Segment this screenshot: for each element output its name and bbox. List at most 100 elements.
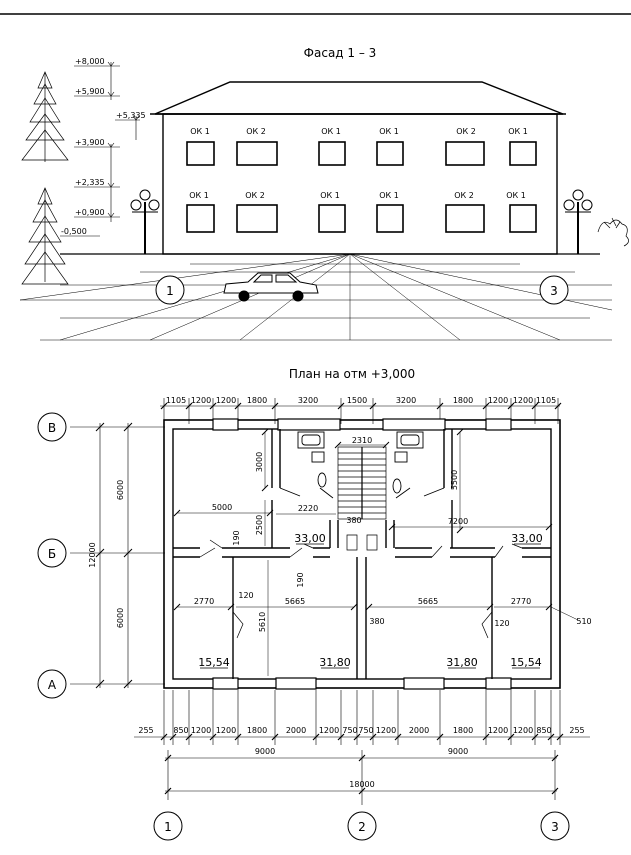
room-area-label: 33,00 [511,532,543,545]
plan-title: План на отм +3,000 [289,367,415,381]
dim-text: 1200 [216,396,236,405]
left-dim-lower: 6000 [116,608,125,628]
axis-marker-col-2: 2 [347,811,377,841]
dim-text: 2770 [194,597,214,606]
dim-text: 1800 [247,726,267,735]
dim-text: 5000 [212,503,232,512]
window-ok2 [445,141,485,166]
window-label: ОК 2 [454,191,474,200]
svg-text:3: 3 [551,820,559,834]
svg-text:В: В [48,421,56,435]
level-label: +5,900 [75,87,105,96]
room-area-label: 15,54 [198,656,230,669]
dim-text: 1200 [513,396,533,405]
window-label: ОК 1 [189,191,209,200]
dim-text: 1800 [453,726,473,735]
axis-marker-row-v: В [37,412,67,442]
left-dim-upper: 6000 [116,480,125,500]
dim-text: 1200 [488,726,508,735]
tree-upper [21,71,69,162]
axis-marker-col-1: 1 [153,811,183,841]
dim-text: 3000 [255,452,264,472]
facade-section: Фасад 1 – 3 +8,000 +5 [19,46,629,341]
street-lamp-right [563,189,593,254]
dim-text: 1200 [513,726,533,735]
dim-text: 190 [232,530,241,545]
dim-text: 850 [173,726,188,735]
interior-walls [173,429,551,679]
facade-title: Фасад 1 – 3 [304,46,377,60]
plan-section: План на отм +3,000 12000 6000 6000 В Б А [37,367,592,841]
axis-marker-row-a: А [37,669,67,699]
dim-text: 1105 [536,396,556,405]
window-ok1 [509,141,537,166]
bathroom-left [279,431,334,499]
dim-text: 3200 [298,396,318,405]
dim-text: 1105 [166,396,186,405]
dim-text: 3200 [396,396,416,405]
window-label: ОК 1 [321,127,341,136]
window-ok1 [509,204,537,233]
dim-text: 2000 [409,726,429,735]
room-area-label: 15,54 [510,656,542,669]
window-label: ОК 1 [508,127,528,136]
level-label: +2,335 [75,178,105,187]
dim-text: 2500 [255,515,264,535]
room-areas: 33,00 33,00 15,54 31,80 31,80 15,54 [198,532,543,669]
top-dim-chain [160,398,562,424]
dim-text: 1200 [319,726,339,735]
staircase [337,446,387,551]
level-label: -0,500 [61,227,87,236]
internal-dim-lines [173,428,579,676]
window-label: ОК 2 [456,127,476,136]
row-axis-lines [70,422,165,689]
window-ok1 [376,141,404,166]
door-swings [199,539,523,639]
window-ok1 [318,204,346,233]
dim-text-total: 18000 [349,780,374,789]
dim-text: 5665 [285,597,305,606]
svg-text:1: 1 [166,284,174,298]
car [223,272,319,302]
svg-text:2: 2 [358,820,366,834]
dim-text: 1200 [191,396,211,405]
bottom-dim-texts: 255 850 1200 1200 1800 2000 1200 750 750… [138,726,584,789]
window-label: ОК 1 [379,191,399,200]
svg-text:Б: Б [48,547,56,561]
window-ok2 [445,204,485,233]
left-dim-total: 12000 [88,542,97,567]
level-label: +5,335 [116,111,146,120]
window-label: ОК 1 [379,127,399,136]
bathroom-right [392,431,445,499]
window-ok2 [236,204,278,233]
window-label: ОК 1 [320,191,340,200]
dim-text: 1200 [191,726,211,735]
dim-text: 2000 [286,726,306,735]
windows-lower: ОК 1 ОК 2 ОК 1 ОК 1 ОК 2 ОК 1 [186,191,537,233]
dim-text: 255 [138,726,153,735]
dim-text: 1200 [216,726,236,735]
dim-text: 9000 [448,747,468,756]
shrub-right [597,217,629,247]
window-label: ОК 2 [246,127,266,136]
roof [154,81,564,115]
dim-text: 1800 [453,396,473,405]
wall-openings [212,418,512,690]
dim-text: 255 [569,726,584,735]
dim-text: 380 [369,617,384,626]
dim-text: 7200 [448,517,468,526]
dim-text: 120 [238,591,253,600]
dim-text: 2310 [352,436,372,445]
level-label: +8,000 [75,57,105,66]
dim-text: 1200 [488,396,508,405]
room-area-label: 33,00 [294,532,326,545]
dim-text: 120 [494,619,509,628]
svg-text:1: 1 [164,820,172,834]
bottom-dim-chains [134,690,590,805]
dim-text: 750 [358,726,373,735]
dim-text: 190 [296,572,305,587]
dim-text: 850 [536,726,551,735]
dim-text: 1800 [247,396,267,405]
dim-text: 9000 [255,747,275,756]
